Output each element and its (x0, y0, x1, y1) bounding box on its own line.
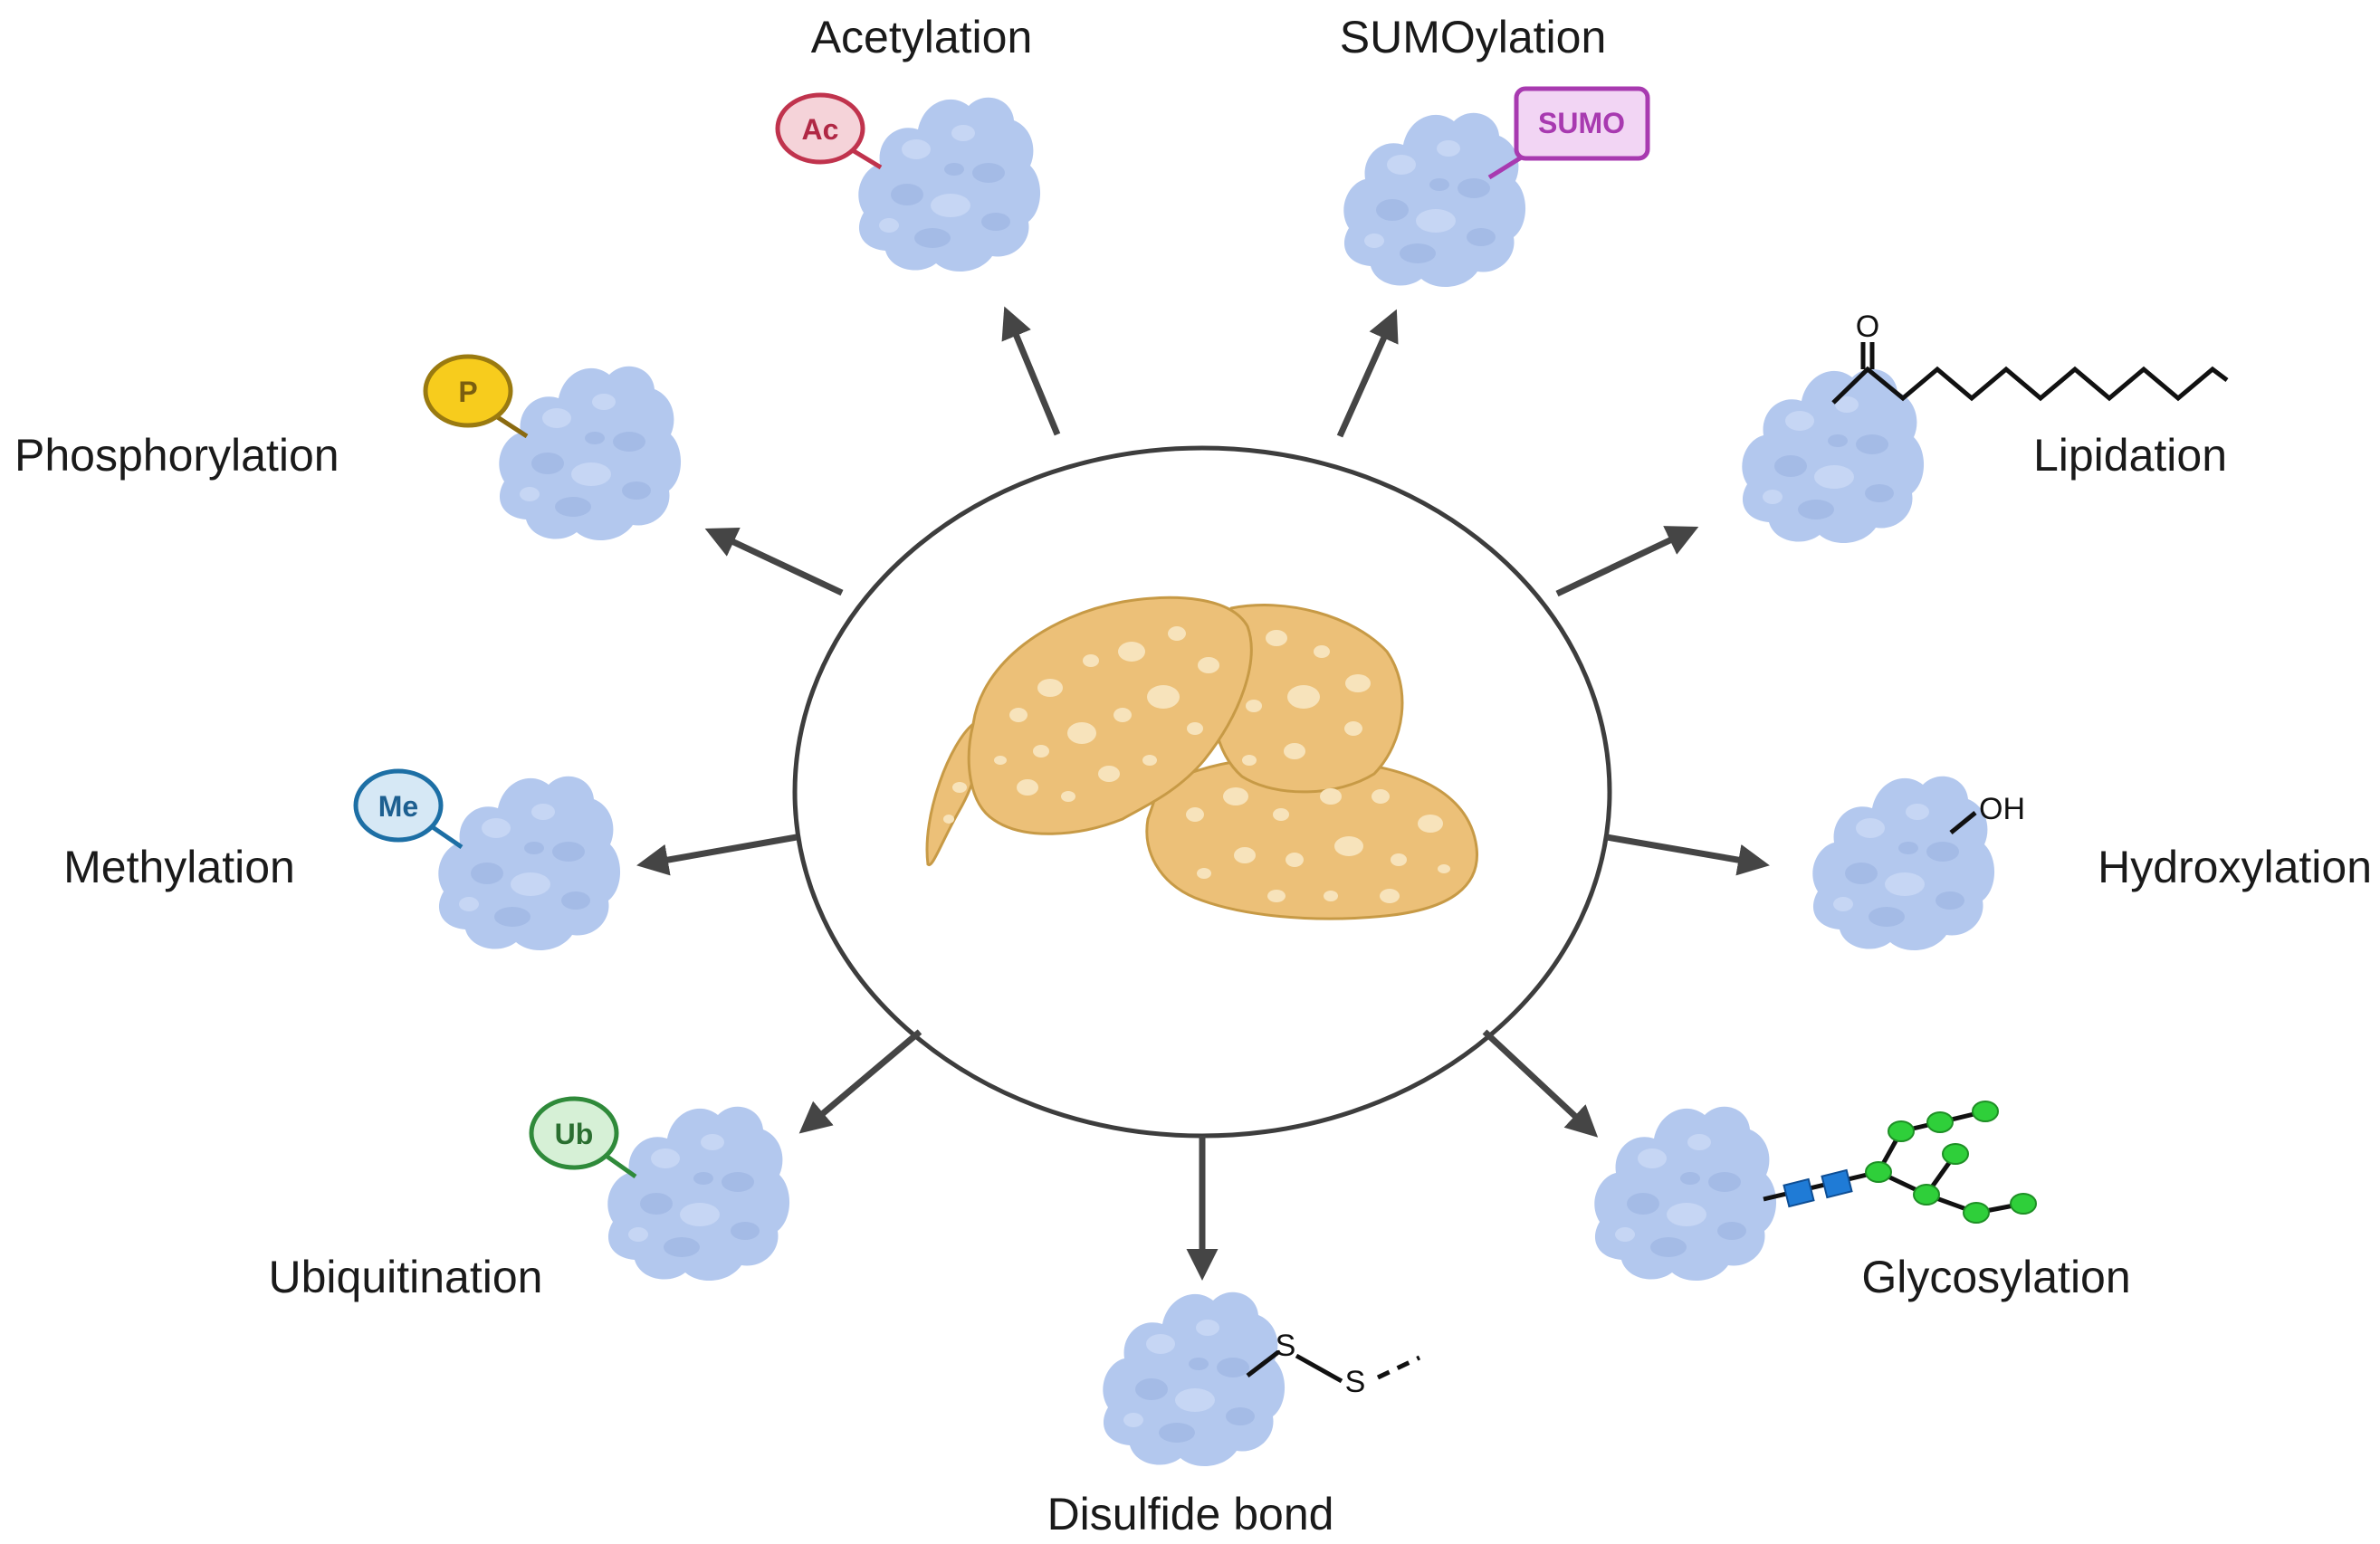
label-acetylation: Acetylation (811, 12, 1033, 62)
protein-hydroxylation (1812, 776, 1995, 951)
ubiquitin-badge-text: Ub (555, 1118, 594, 1150)
acetyl-badge (775, 92, 865, 165)
glycan-tree (1763, 1101, 2037, 1224)
liver-illustration (925, 596, 1478, 920)
methyl-badge (353, 768, 444, 843)
label-methylation: Methylation (63, 842, 295, 892)
label-hydroxylation: Hydroxylation (2098, 842, 2372, 892)
methyl-badge-text: Me (378, 790, 418, 823)
arrow-sumoylation (1336, 309, 1399, 438)
protein-glycosylation (1594, 1106, 1777, 1282)
acetyl-badge-text: Ac (802, 113, 839, 146)
arrow-acetylation (1001, 306, 1061, 436)
sulfur-atom-1: S (1276, 1329, 1296, 1363)
lipid-chain (1831, 366, 2229, 405)
label-lipidation: Lipidation (2033, 430, 2227, 481)
arrow-ubiquitination (798, 1029, 922, 1134)
label-ubiquitination: Ubiquitination (269, 1252, 543, 1302)
label-disulfide: Disulfide bond (1047, 1489, 1334, 1539)
arrow-hydroxylation (1606, 834, 1770, 876)
protein-ubiquitination (607, 1106, 790, 1282)
hydroxyl-group: OH (1979, 792, 2025, 826)
label-sumoylation: SUMOylation (1340, 12, 1607, 62)
protein-methylation (438, 776, 621, 951)
sulfur-atom-2: S (1345, 1365, 1366, 1399)
protein-phosphorylation (499, 366, 682, 541)
sumo-badge-text: SUMO (1538, 107, 1625, 139)
protein-acetylation (858, 97, 1041, 272)
phospho-badge-text: P (458, 376, 477, 408)
ubiquitin-badge (529, 1096, 619, 1170)
disulfide-dashed-bond (1376, 1355, 1421, 1380)
label-glycosylation: Glycosylation (1861, 1252, 2130, 1302)
carbonyl-oxygen: O (1856, 310, 1879, 344)
arrow-methylation (636, 834, 798, 876)
label-phosphorylation: Phosphorylation (14, 430, 339, 481)
hydroxyl-bond (1949, 811, 1977, 834)
phospho-badge (423, 354, 513, 428)
protein-sumoylation (1343, 112, 1526, 288)
arrow-phosphorylation (704, 528, 844, 596)
sumo-badge (1514, 86, 1650, 161)
protein-disulfide (1103, 1291, 1286, 1467)
arrow-lipidation (1555, 526, 1699, 597)
arrow-glycosylation (1482, 1029, 1599, 1138)
